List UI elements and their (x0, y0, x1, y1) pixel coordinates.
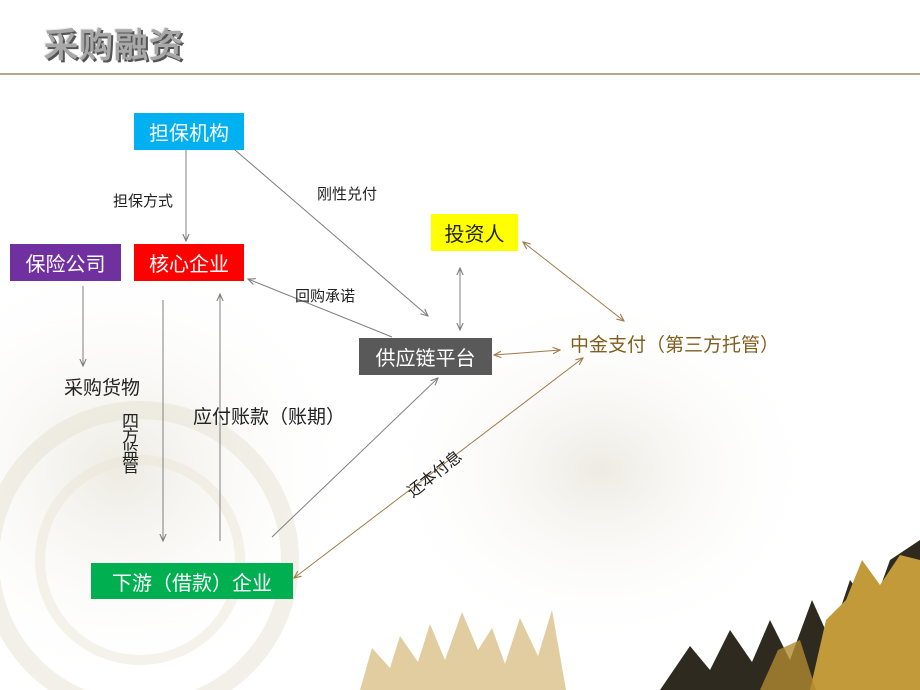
arrow-guarantee-to-platform (234, 149, 428, 316)
node-zhongjin-pay-label: 中金支付（第三方托管） (570, 334, 780, 356)
node-downstream-enterprise-label: 下游（借款）企业 (112, 570, 272, 595)
arrow-platform-to-core (248, 279, 393, 338)
node-core-enterprise-label: 核心企业 (149, 252, 229, 276)
edge-label-accounts-payable: 应付账款（账期） (193, 406, 346, 428)
edge-label-rigid-payment: 刚性兑付 (317, 185, 378, 203)
arrow-investor-zhongjin (523, 242, 624, 321)
node-insurance-company: 保险公司 (10, 244, 121, 281)
edge-label-four-party-supervision: 四方监管 (118, 412, 138, 472)
node-zhongjin-pay: 中金支付（第三方托管） (570, 330, 779, 357)
title-divider (0, 73, 920, 75)
node-supply-chain-platform: 供应链平台 (359, 338, 492, 375)
node-guarantee-agency-label: 担保机构 (149, 121, 229, 145)
node-guarantee-agency: 担保机构 (134, 113, 244, 150)
node-investor-label: 投资人 (444, 222, 505, 246)
edge-label-guarantee-method: 担保方式 (113, 192, 174, 210)
node-supply-chain-platform-label: 供应链平台 (375, 346, 476, 370)
slide-title: 采购融资 (44, 26, 184, 66)
edge-label-buyback-commitment: 回购承诺 (295, 287, 356, 305)
node-core-enterprise: 核心企业 (134, 244, 244, 281)
arrow-platform-zhongjin (494, 350, 560, 355)
arrow-zhongjin-downstream (294, 358, 583, 578)
node-insurance-company-label: 保险公司 (25, 252, 106, 276)
node-downstream-enterprise: 下游（借款）企业 (91, 563, 293, 599)
edge-label-purchase-goods: 采购货物 (64, 377, 141, 399)
node-investor: 投资人 (431, 214, 518, 251)
